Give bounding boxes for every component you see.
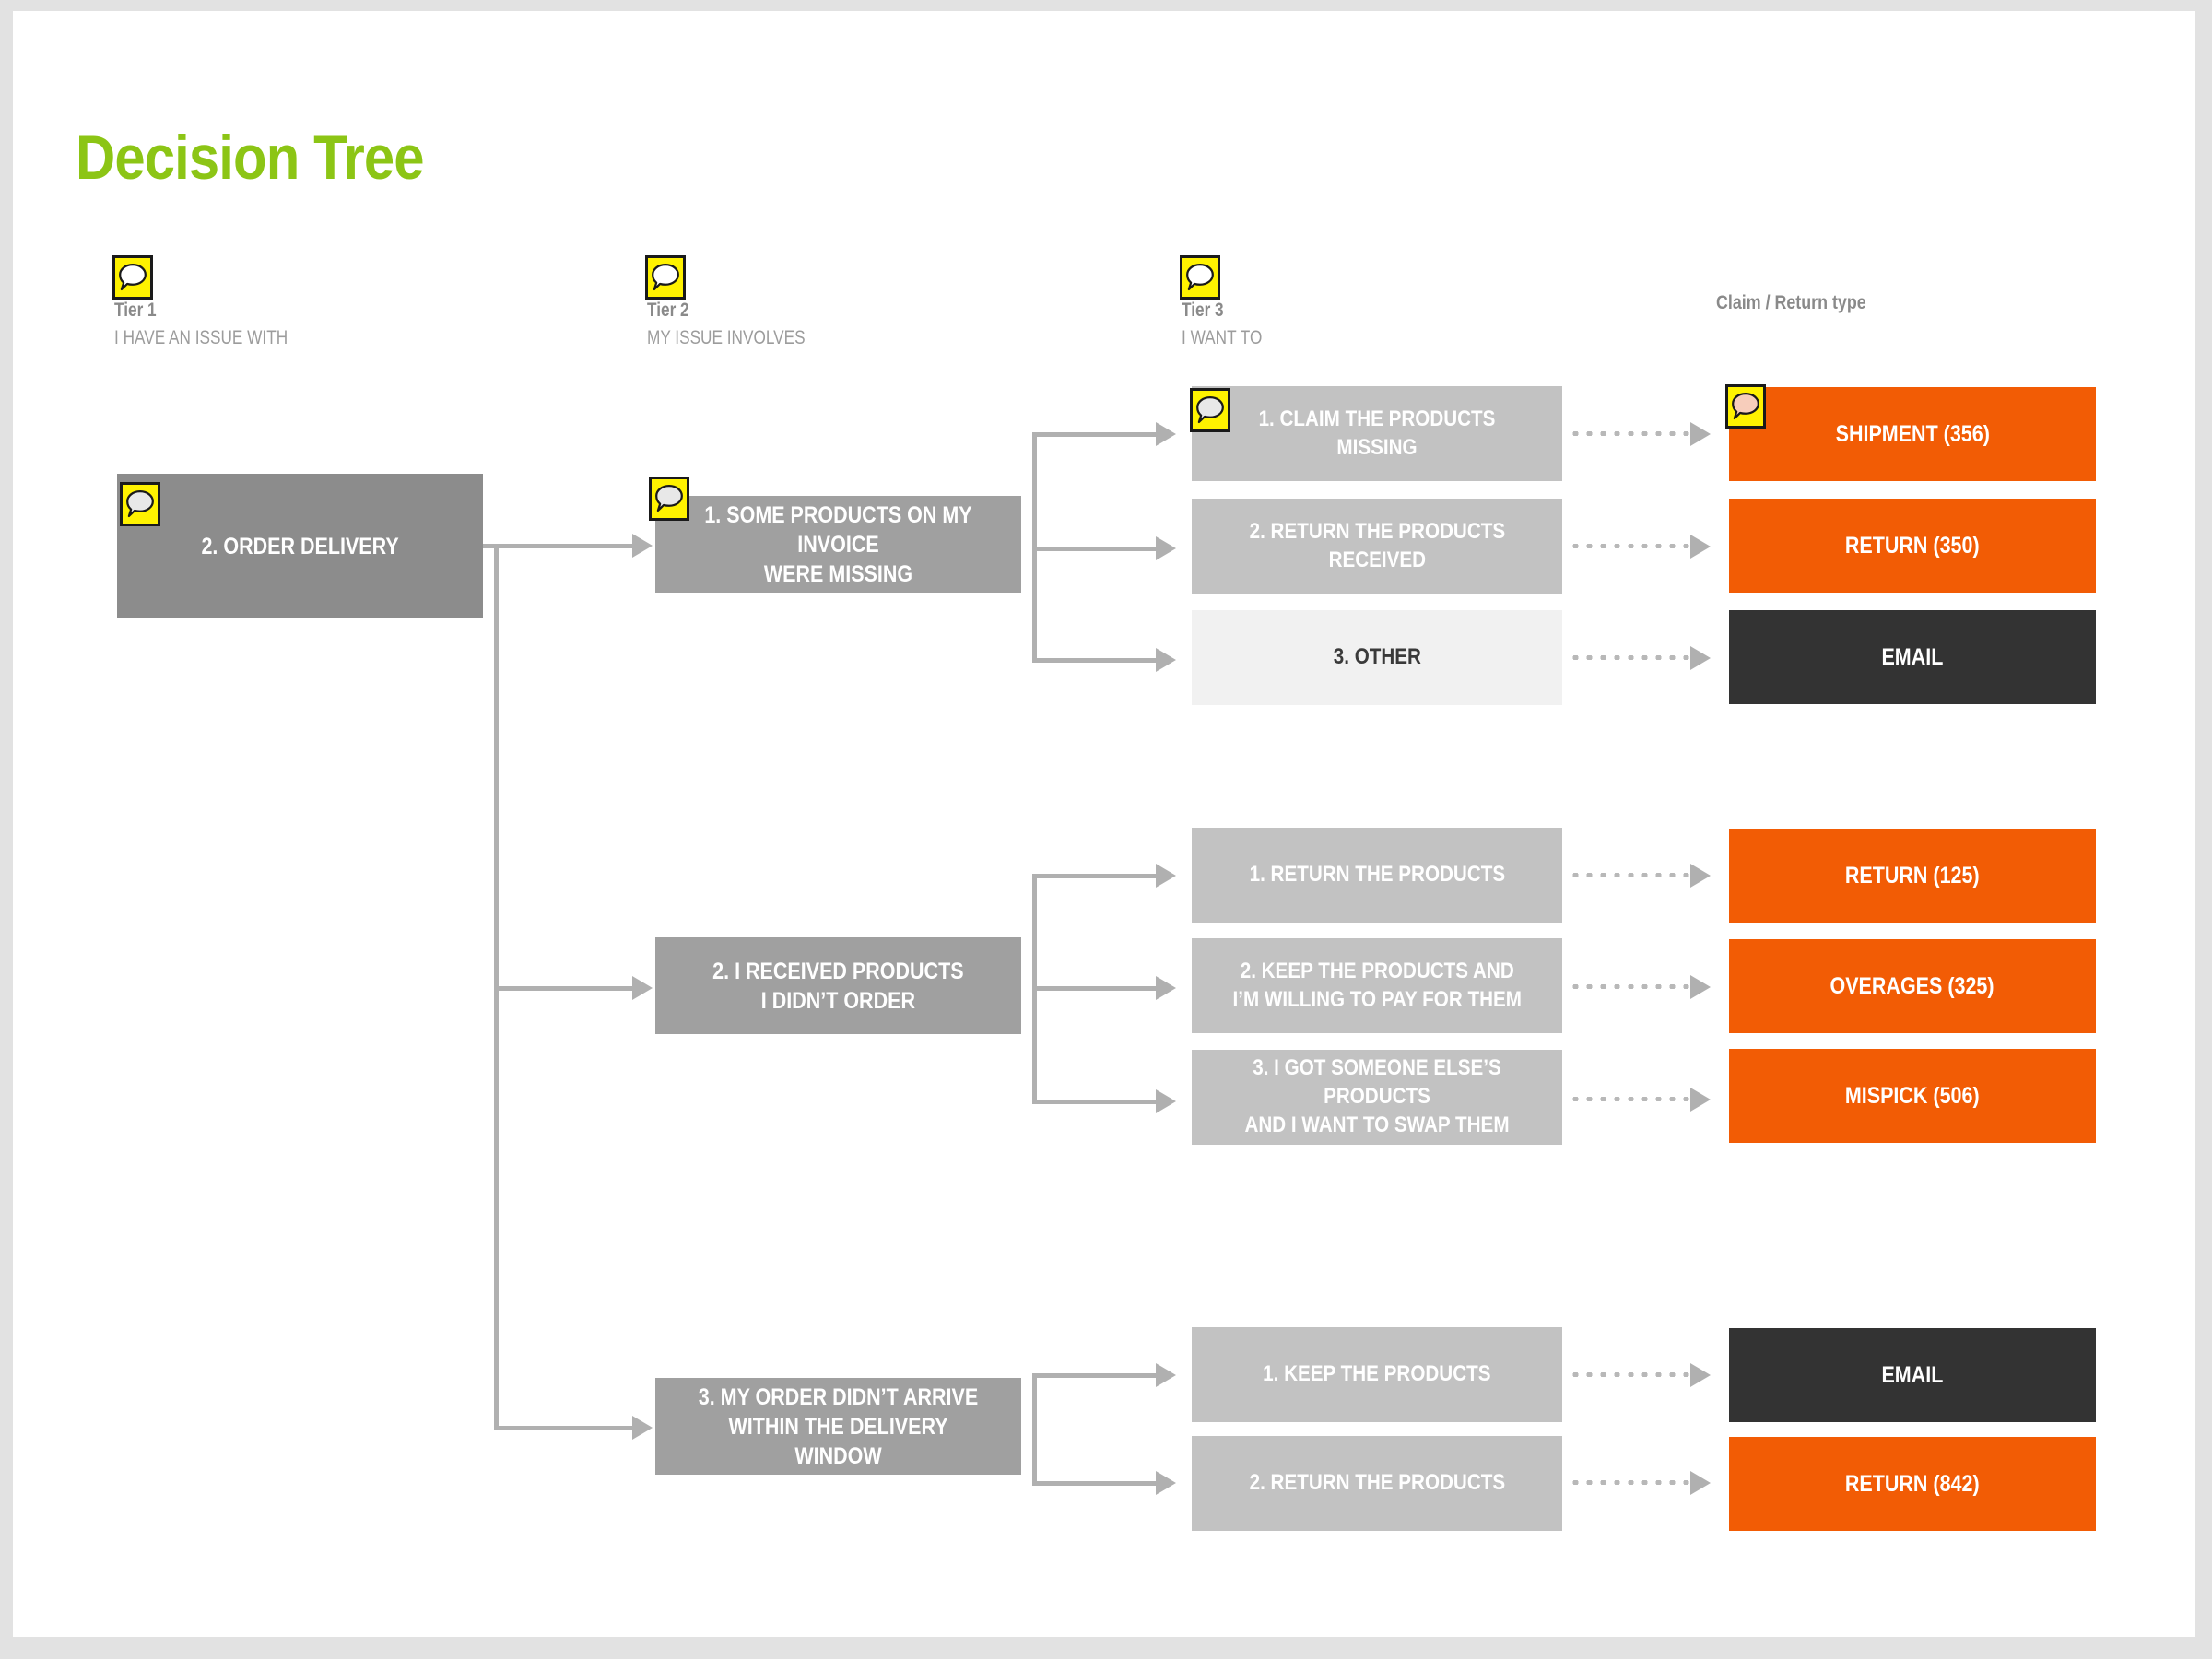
arrow-head-icon — [1690, 1471, 1711, 1495]
result-node-overages[interactable]: OVERAGES (325) — [1729, 939, 2096, 1033]
tier2-node-label: 3. MY ORDER DIDN’T ARRIVE WITHIN THE DEL… — [698, 1383, 979, 1469]
connector-tier1-stub — [483, 544, 497, 548]
tier2-node-order-did-not-arrive[interactable]: 3. MY ORDER DIDN’T ARRIVE WITHIN THE DEL… — [655, 1378, 1021, 1475]
connector-branch2-opt-2 — [1032, 986, 1169, 991]
column-header-claim-return-type: Claim / Return type — [1716, 292, 1866, 313]
connector-tier1-branch-2 — [494, 986, 646, 991]
arrow-head-icon — [1156, 1363, 1176, 1387]
tier3-node-label: 1. RETURN THE PRODUCTS — [1249, 862, 1505, 888]
connector-branch2-opt-1 — [1032, 874, 1169, 878]
result-node-return-842[interactable]: RETURN (842) — [1729, 1437, 2096, 1531]
speech-bubble-icon — [120, 482, 160, 526]
arrow-head-icon — [1690, 1363, 1711, 1387]
arrow-head-icon — [1156, 536, 1176, 560]
tier3-node-return-products-b3[interactable]: 2. RETURN THE PRODUCTS — [1192, 1436, 1562, 1531]
result-node-label: MISPICK (506) — [1845, 1083, 1980, 1109]
result-node-label: OVERAGES (325) — [1830, 973, 1995, 999]
tier-2-name: Tier 2 — [647, 300, 689, 321]
tier3-node-label: 3. I GOT SOMEONE ELSE’S PRODUCTS AND I W… — [1244, 1055, 1510, 1137]
dotted-connector — [1569, 984, 1698, 989]
tier2-node-label: 2. I RECEIVED PRODUCTS I DIDN’T ORDER — [712, 958, 964, 1014]
column-header-tier-2: Tier 2 MY ISSUE INVOLVES — [647, 299, 840, 351]
dotted-connector — [1569, 1480, 1698, 1485]
arrow-head-icon — [632, 534, 653, 558]
dotted-connector — [1569, 655, 1698, 660]
tier3-node-return-products-received[interactable]: 2. RETURN THE PRODUCTS RECEIVED — [1192, 499, 1562, 594]
speech-bubble-icon — [645, 255, 686, 300]
tier-2-subtitle: MY ISSUE INVOLVES — [647, 327, 806, 349]
result-node-shipment[interactable]: SHIPMENT (356) — [1729, 387, 2096, 481]
result-node-label: RETURN (125) — [1845, 863, 1980, 888]
result-node-mispick[interactable]: MISPICK (506) — [1729, 1049, 2096, 1143]
connector-branch3-opt-1 — [1032, 1373, 1169, 1378]
tier3-node-label: 2. RETURN THE PRODUCTS — [1249, 1470, 1505, 1496]
connector-tier1-branch-1 — [494, 544, 646, 548]
tier3-node-other[interactable]: 3. OTHER — [1192, 610, 1562, 705]
result-node-label: RETURN (350) — [1845, 533, 1980, 559]
connector-branch1-opt-1 — [1032, 432, 1169, 437]
tier3-node-label: 1. CLAIM THE PRODUCTS MISSING — [1258, 406, 1496, 460]
speech-bubble-icon — [1180, 255, 1220, 300]
arrow-head-icon — [1156, 976, 1176, 1000]
result-node-label: EMAIL — [1881, 644, 1944, 670]
arrow-head-icon — [1690, 422, 1711, 446]
arrow-head-icon — [1156, 1471, 1176, 1495]
tier2-node-received-unordered-products[interactable]: 2. I RECEIVED PRODUCTS I DIDN’T ORDER — [655, 937, 1021, 1034]
result-node-label: EMAIL — [1881, 1362, 1944, 1388]
tier-1-name: Tier 1 — [114, 300, 157, 321]
tier2-node-label: 1. SOME PRODUCTS ON MY INVOICE WERE MISS… — [704, 501, 972, 587]
arrow-head-icon — [1156, 648, 1176, 672]
tier1-node-label: 2. ORDER DELIVERY — [201, 533, 399, 559]
connector-branch1-opt-2 — [1032, 547, 1169, 551]
speech-bubble-icon — [1725, 384, 1766, 429]
dotted-connector — [1569, 873, 1698, 877]
tier3-node-keep-the-products[interactable]: 1. KEEP THE PRODUCTS — [1192, 1327, 1562, 1422]
speech-bubble-icon — [649, 477, 689, 521]
tier3-node-return-products-b2[interactable]: 1. RETURN THE PRODUCTS — [1192, 828, 1562, 923]
tier3-node-label: 3. OTHER — [1333, 644, 1421, 670]
result-node-email-1[interactable]: EMAIL — [1729, 610, 2096, 704]
arrow-head-icon — [1690, 1088, 1711, 1112]
tier3-node-claim-products-missing[interactable]: 1. CLAIM THE PRODUCTS MISSING — [1192, 386, 1562, 481]
result-node-label: RETURN (842) — [1845, 1471, 1980, 1497]
dotted-connector — [1569, 1097, 1698, 1101]
arrow-head-icon — [1156, 1089, 1176, 1113]
dotted-connector — [1569, 1372, 1698, 1377]
connector-branch1-opt-3 — [1032, 658, 1169, 663]
result-node-return-350[interactable]: RETURN (350) — [1729, 499, 2096, 593]
arrow-head-icon — [1690, 864, 1711, 888]
arrow-head-icon — [1156, 422, 1176, 446]
dotted-connector — [1569, 431, 1698, 436]
column-header-tier-3: Tier 3 I WANT TO — [1182, 299, 1280, 351]
arrow-head-icon — [1690, 646, 1711, 670]
page-title: Decision Tree — [76, 123, 425, 193]
arrow-head-icon — [1156, 864, 1176, 888]
dotted-connector — [1569, 544, 1698, 548]
tier3-node-label: 2. RETURN THE PRODUCTS RECEIVED — [1249, 518, 1505, 572]
tier3-node-label: 2. KEEP THE PRODUCTS AND I’M WILLING TO … — [1232, 958, 1522, 1012]
speech-bubble-icon — [1190, 388, 1230, 432]
tier-3-subtitle: I WANT TO — [1182, 327, 1263, 349]
connector-branch3-opt-2 — [1032, 1481, 1169, 1486]
tier3-node-label: 1. KEEP THE PRODUCTS — [1263, 1361, 1491, 1387]
connector-branch2-opt-3 — [1032, 1100, 1169, 1104]
connector-tier1-branch-3 — [494, 1426, 646, 1430]
result-node-label: SHIPMENT (356) — [1835, 421, 1990, 447]
arrow-head-icon — [632, 976, 653, 1000]
tier3-node-someone-elses-products[interactable]: 3. I GOT SOMEONE ELSE’S PRODUCTS AND I W… — [1192, 1050, 1562, 1145]
arrow-head-icon — [1690, 975, 1711, 999]
result-node-return-125[interactable]: RETURN (125) — [1729, 829, 2096, 923]
diagram-canvas: Decision Tree Tier 1 I HAVE AN ISSUE WIT… — [13, 11, 2195, 1637]
tier1-node-order-delivery[interactable]: 2. ORDER DELIVERY — [117, 474, 483, 618]
arrow-head-icon — [632, 1416, 653, 1440]
speech-bubble-icon — [112, 255, 153, 300]
tier-3-name: Tier 3 — [1182, 300, 1224, 321]
result-node-email-2[interactable]: EMAIL — [1729, 1328, 2096, 1422]
tier2-node-products-missing[interactable]: 1. SOME PRODUCTS ON MY INVOICE WERE MISS… — [655, 496, 1021, 593]
arrow-head-icon — [1690, 535, 1711, 559]
column-header-tier-1: Tier 1 I HAVE AN ISSUE WITH — [114, 299, 325, 351]
tier-1-subtitle: I HAVE AN ISSUE WITH — [114, 327, 288, 349]
connector-branch3-trunk — [1032, 1373, 1037, 1484]
tier3-node-keep-and-pay[interactable]: 2. KEEP THE PRODUCTS AND I’M WILLING TO … — [1192, 938, 1562, 1033]
